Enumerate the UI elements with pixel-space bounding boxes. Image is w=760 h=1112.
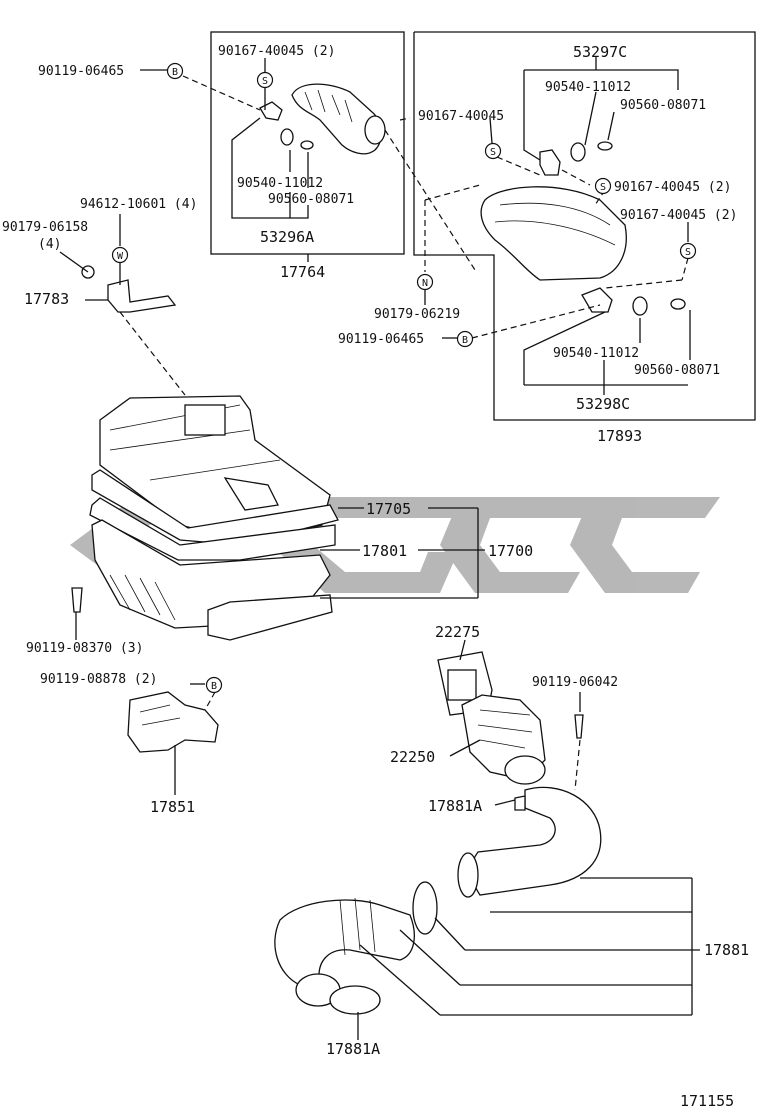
label-17881a-top: 17881A xyxy=(428,797,482,815)
label-17801: 17801 xyxy=(362,542,407,560)
symbol-s-3: S xyxy=(594,177,612,195)
symbol-s-4: S xyxy=(679,242,697,260)
label-53296a: 53296A xyxy=(260,228,314,246)
label-171155: 171155 xyxy=(680,1092,734,1110)
svg-text:S: S xyxy=(685,247,691,258)
symbol-s-1: S xyxy=(256,71,274,89)
label-90179-06158-qty: (4) xyxy=(38,237,61,252)
label-90560-08071-a: 90560-08071 xyxy=(268,192,354,207)
hose-17764 xyxy=(259,83,386,155)
symbol-b-3: B xyxy=(205,676,223,694)
label-90560-08071-b: 90560-08071 xyxy=(620,98,706,113)
symbol-w-1: W xyxy=(111,246,129,264)
label-17705: 17705 xyxy=(366,500,411,518)
label-90560-08071-c: 90560-08071 xyxy=(634,363,720,378)
svg-text:S: S xyxy=(600,182,606,193)
label-90167-40045-2-mid: 90167-40045 (2) xyxy=(614,180,731,195)
svg-text:S: S xyxy=(490,147,496,158)
svg-text:B: B xyxy=(211,681,217,692)
air-cleaner-assembly xyxy=(71,395,339,641)
label-22275: 22275 xyxy=(435,623,480,641)
svg-text:W: W xyxy=(117,251,124,262)
label-90179-06158: 90179-06158 xyxy=(2,220,88,235)
duct-17893 xyxy=(480,141,686,316)
label-90119-08878: 90119-08878 (2) xyxy=(40,672,157,687)
label-90179-06219: 90179-06219 xyxy=(374,307,460,322)
svg-text:B: B xyxy=(172,67,178,78)
bracket-17851 xyxy=(127,691,219,753)
label-22250: 22250 xyxy=(390,748,435,766)
label-90167-40045-2-right: 90167-40045 (2) xyxy=(620,208,737,223)
label-53297c: 53297C xyxy=(573,43,627,61)
label-17700: 17700 xyxy=(488,542,533,560)
label-90540-11012-a: 90540-11012 xyxy=(237,176,323,191)
label-90119-06042: 90119-06042 xyxy=(532,675,618,690)
label-17881a-bottom: 17881A xyxy=(326,1040,380,1058)
label-17851: 17851 xyxy=(150,798,195,816)
bracket-17783 xyxy=(81,265,177,313)
label-90119-06465-mid: 90119-06465 xyxy=(338,332,424,347)
svg-text:N: N xyxy=(422,278,428,289)
label-17764: 17764 xyxy=(280,263,325,281)
label-90119-06465-top: 90119-06465 xyxy=(38,64,124,79)
svg-text:B: B xyxy=(462,335,468,346)
group-box-17893 xyxy=(413,31,756,421)
symbol-n-1: N xyxy=(416,273,434,291)
label-90119-08370: 90119-08370 (3) xyxy=(26,641,143,656)
label-90167-40045-left: 90167-40045 xyxy=(418,109,504,124)
svg-text:S: S xyxy=(262,76,268,87)
label-53298c: 53298C xyxy=(576,395,630,413)
label-17893: 17893 xyxy=(597,427,642,445)
label-90540-11012-b: 90540-11012 xyxy=(545,80,631,95)
leader-lines xyxy=(59,56,700,1040)
symbol-b-2: B xyxy=(456,330,474,348)
symbol-s-2: S xyxy=(484,142,502,160)
hose-17881 xyxy=(274,786,602,1015)
label-94612-10601: 94612-10601 (4) xyxy=(80,197,197,212)
label-90167-40045-2-top: 90167-40045 (2) xyxy=(218,44,335,59)
label-17783: 17783 xyxy=(24,290,69,308)
air-flow-meter-22250 xyxy=(437,651,584,785)
label-90540-11012-c: 90540-11012 xyxy=(553,346,639,361)
label-17881: 17881 xyxy=(704,941,749,959)
symbol-b-1: B xyxy=(166,62,184,80)
